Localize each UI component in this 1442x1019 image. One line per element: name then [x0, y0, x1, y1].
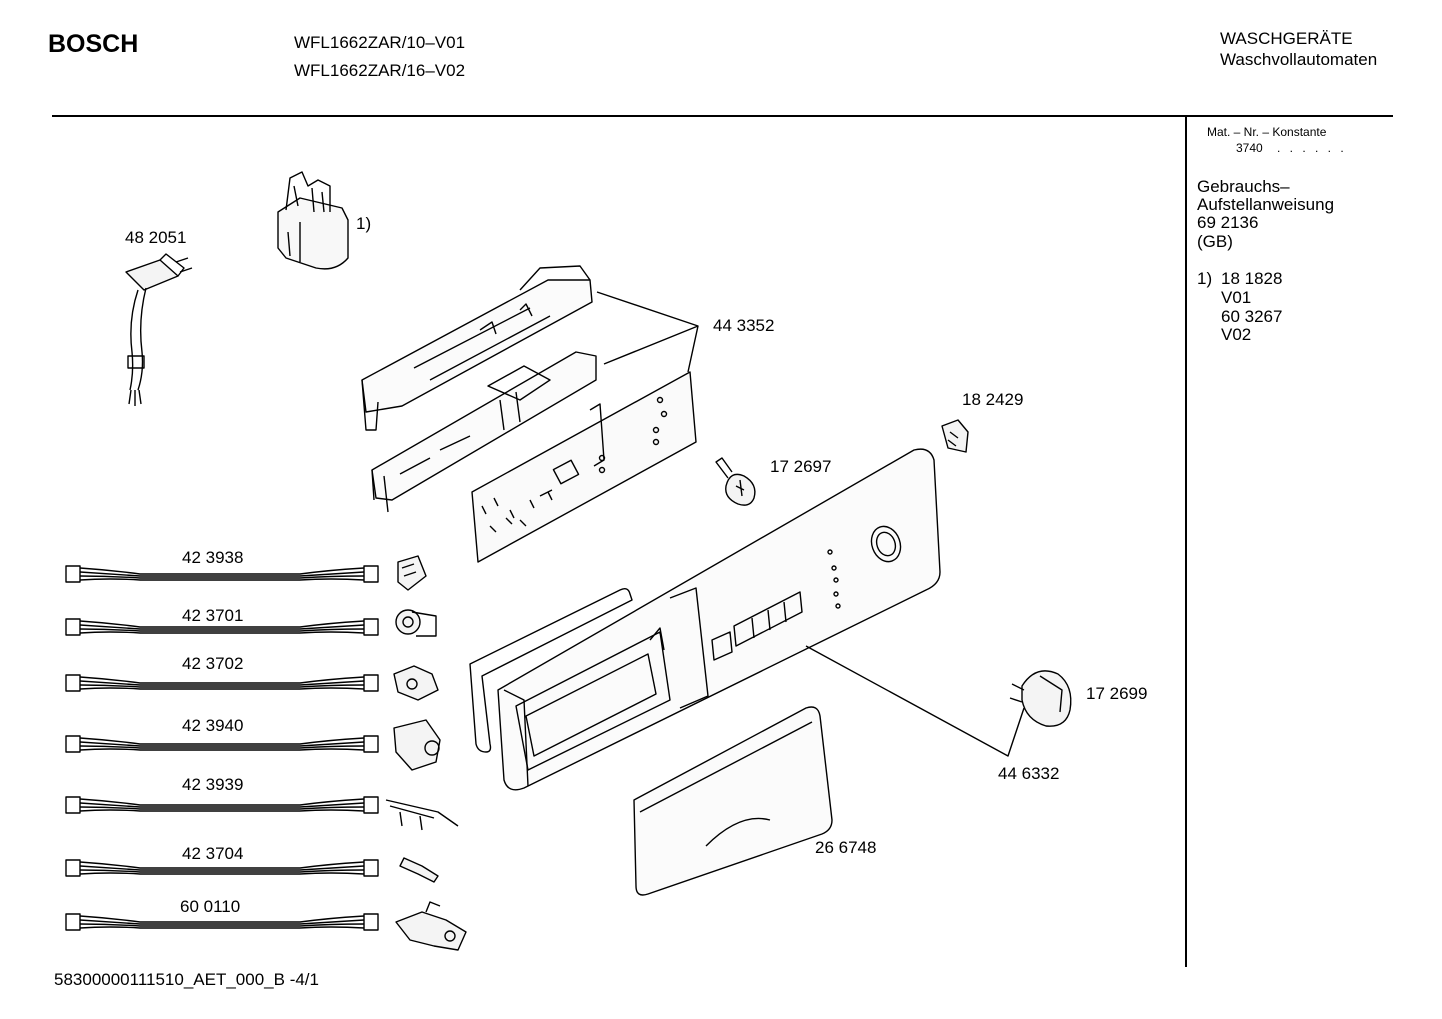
harness-label: 42 3704 [182, 844, 244, 863]
part-label-suppressor: 1) [356, 214, 372, 233]
power-cord-drawing [125, 253, 193, 406]
knob-shaft-drawing [715, 457, 756, 506]
document-id: 58300000111510_AET_000_B -4/1 [54, 970, 319, 989]
model-number-1: WFL1662ZAR/10–V01 [294, 33, 466, 52]
mat-nr-label: Mat. – Nr. – Konstante [1207, 125, 1327, 139]
part-label-panel: 44 6332 [998, 764, 1060, 783]
category-title: WASCHGERÄTE [1220, 29, 1353, 48]
leader-control-module [596, 291, 699, 373]
sidebar-divider [1185, 117, 1187, 967]
part-label-knob-shaft: 17 2697 [770, 457, 832, 476]
part-label-clip: 18 2429 [962, 390, 1024, 409]
harness-label: 60 0110 [180, 897, 241, 916]
manual-line-4: (GB) [1197, 232, 1233, 251]
drawer-front-drawing [633, 706, 833, 896]
note-line-2: V01 [1221, 288, 1252, 307]
harness-label: 42 3938 [182, 548, 244, 567]
circuit-board-drawing [471, 371, 697, 563]
note-marker: 1) [1197, 269, 1213, 288]
panel-gasket-drawing [469, 587, 633, 753]
harness-label: 42 3940 [182, 716, 244, 735]
note-line-4: V02 [1221, 325, 1252, 344]
part-label-drawer-front: 26 6748 [815, 838, 877, 857]
brand-logo: BOSCH [48, 30, 139, 58]
part-label-control-module: 44 3352 [713, 316, 775, 335]
manual-line-3: 69 2136 [1197, 213, 1259, 232]
harness-label: 42 3702 [182, 654, 244, 673]
model-number-2: WFL1662ZAR/16–V02 [294, 61, 466, 80]
harness-label: 42 3939 [182, 775, 244, 794]
category-subtitle: Waschvollautomaten [1220, 50, 1378, 69]
note-line-3: 60 3267 [1221, 307, 1283, 326]
header-divider [52, 115, 1393, 117]
control-rail-drawing [361, 265, 593, 431]
harness-label: 42 3701 [182, 606, 244, 625]
knob-drawing [1009, 670, 1072, 727]
leader-panel [805, 645, 1025, 757]
mat-nr-dots: . . . . . . [1277, 141, 1347, 155]
manual-line-1: Gebrauchs– [1197, 177, 1290, 196]
mat-nr-value: 3740 [1236, 141, 1263, 155]
control-panel-drawing [497, 448, 941, 791]
manual-line-2: Aufstellanweisung [1197, 195, 1335, 214]
note-line-1: 18 1828 [1221, 269, 1283, 288]
control-bracket-drawing [371, 351, 597, 513]
part-label-power-cord: 48 2051 [125, 228, 187, 247]
part-label-knob: 17 2699 [1086, 684, 1148, 703]
harness-component-drawings [385, 555, 467, 951]
suppressor-drawing [277, 171, 349, 270]
harness-drawings [65, 565, 379, 931]
clip-drawing [941, 419, 969, 453]
